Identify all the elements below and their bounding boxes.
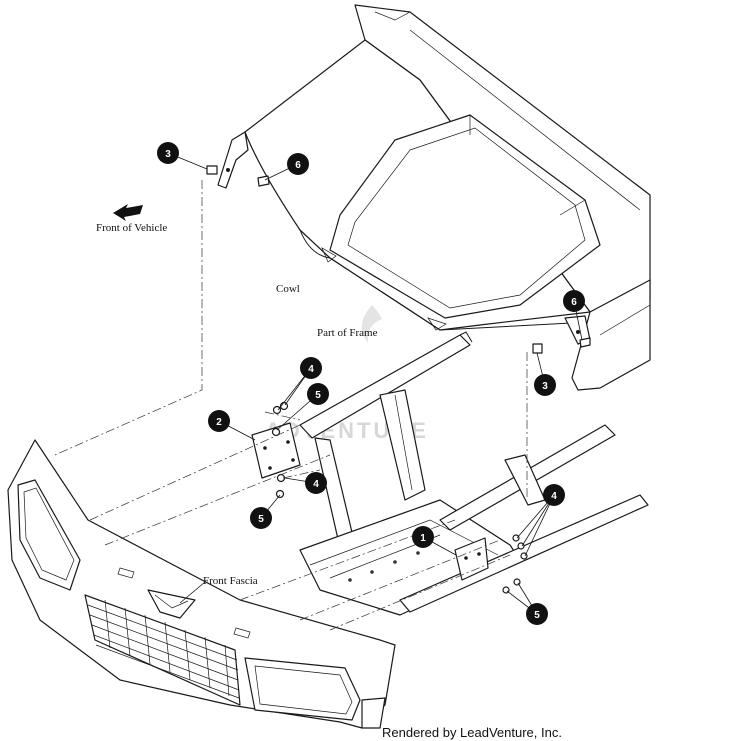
- front-direction-arrow: [113, 204, 143, 221]
- label-front-of-vehicle: Front of Vehicle: [96, 222, 167, 234]
- bracket-1: [454, 537, 489, 581]
- front-fascia-part: [7, 439, 396, 729]
- callout-3-top[interactable]: 3: [157, 142, 179, 164]
- callout-number: 5: [315, 390, 321, 401]
- callout-number: 4: [551, 491, 557, 502]
- grille-mesh: [87, 599, 240, 699]
- callout-2[interactable]: 2: [208, 410, 230, 432]
- label-cowl: Cowl: [276, 283, 300, 295]
- callout-number: 2: [216, 417, 222, 428]
- callout-6-right[interactable]: 6: [563, 290, 585, 312]
- assembly-guide-lines: [54, 180, 528, 631]
- callout-number: 3: [165, 149, 171, 160]
- callout-number: 5: [534, 610, 540, 621]
- bracket-2: [251, 422, 301, 479]
- render-credit: Rendered by LeadVenture, Inc.: [382, 725, 562, 740]
- callout-number: 6: [295, 160, 301, 171]
- callout-number: 1: [420, 533, 426, 544]
- callout-5-right[interactable]: 5: [526, 603, 548, 625]
- callout-4-lower[interactable]: 4: [305, 472, 327, 494]
- label-part-of-frame: Part of Frame: [317, 327, 378, 339]
- callout-3-right[interactable]: 3: [534, 374, 556, 396]
- callout-number: 4: [308, 364, 314, 375]
- callout-number: 6: [571, 297, 577, 308]
- callout-5-lower[interactable]: 5: [250, 507, 272, 529]
- callout-1[interactable]: 1: [412, 526, 434, 548]
- label-front-fascia: Front Fascia: [203, 575, 258, 587]
- callout-number: 3: [542, 381, 548, 392]
- callout-4-upper[interactable]: 4: [300, 357, 322, 379]
- callout-number: 4: [313, 479, 319, 490]
- cowl-part: [217, 4, 651, 391]
- callout-number: 5: [258, 514, 264, 525]
- callout-6-top[interactable]: 6: [287, 153, 309, 175]
- callout-4-right[interactable]: 4: [543, 484, 565, 506]
- callout-5-upper[interactable]: 5: [307, 383, 329, 405]
